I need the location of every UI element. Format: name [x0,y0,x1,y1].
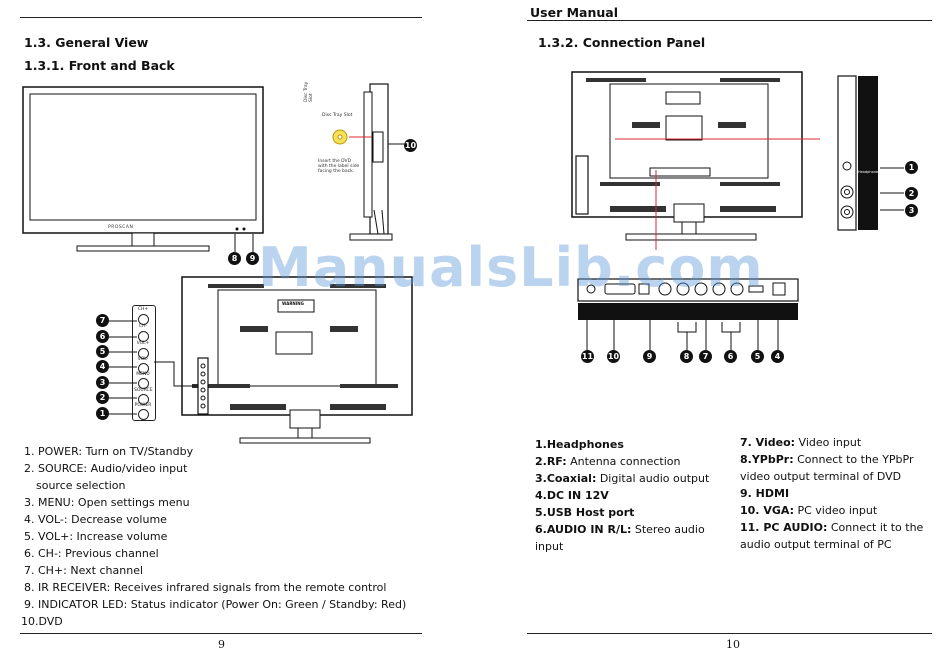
left-top-rule [20,17,422,18]
side-callout-4: 4 [96,360,109,373]
vol-plus-button [138,348,149,359]
list-item: 8. IR RECEIVER: Receives infrared signal… [24,581,387,594]
front-brand-logo: PROSCAN [108,225,134,230]
right-bottom-rule [527,633,932,634]
conn-callout-11: 11 [581,350,594,363]
side-label-ch-minus: CH- [138,324,148,329]
connection-list-col2: 7. Video: Video input 8.YPbPr: Connect t… [740,434,923,553]
list-item: 9. INDICATOR LED: Status indicator (Powe… [24,598,407,611]
list-item: 9. HDMI [740,487,790,500]
page-number-left: 9 [218,638,225,651]
conn-callout-1: 1 [905,161,918,174]
list-item: audio output terminal of PC [740,538,892,551]
tv-side-diagram [300,82,420,256]
side-label-source: SOURCE [134,388,153,393]
conn-callout-8: 8 [680,350,693,363]
list-item: source selection [36,479,126,492]
side-callout-3: 3 [96,376,109,389]
subsection-title-connection: 1.3.2. Connection Panel [538,35,706,50]
tv-side-connection-diagram [836,74,886,238]
list-item: 8.YPbPr: Connect to the YPbPr [740,453,914,466]
side-callout-leaders-right [880,165,908,219]
power-button [138,409,149,420]
side-label-vol-minus: VOL- [137,357,149,362]
list-item: 5.USB Host port [535,506,635,519]
list-item: 11. PC AUDIO: Connect it to the [740,521,924,534]
list-item: 3.Coaxial: Digital audio output [535,472,710,485]
callout-leader-lines [233,233,263,259]
list-item: 2. SOURCE: Audio/video input [24,462,188,475]
side-callout-5: 5 [96,345,109,358]
list-item: 2.RF: Antenna connection [535,455,681,468]
insert-dvd-note: Insert the DVD with the label side facin… [318,159,360,174]
list-item: 4.DC IN 12V [535,489,609,502]
vol-minus-button [138,363,149,374]
side-callout-6: 6 [96,330,109,343]
side-headphones-label: Headphones [858,170,880,174]
connection-list-col1: 1.Headphones 2.RF: Antenna connection 3.… [535,436,709,555]
conn-callout-2: 2 [905,187,918,200]
side-vertical-note: Disc Tray Slot [304,81,314,102]
callout-9: 9 [246,252,259,265]
conn-callout-10: 10 [607,350,620,363]
left-bottom-rule [20,633,422,634]
side-callout-1: 1 [96,407,109,420]
warning-label: WARNING [282,301,304,306]
watermark: ManualsLib.com [258,236,764,299]
conn-callout-4: 4 [771,350,784,363]
side-label-menu: MENU [136,372,150,377]
left-feature-list: 1. POWER: Turn on TV/Standby 2. SOURCE: … [21,443,407,630]
side-label-power: POWER [134,403,152,408]
source-button [138,394,149,405]
side-button-panel [132,305,156,421]
tv-front-diagram [22,86,267,260]
list-item: 6. CH-: Previous channel [24,547,159,560]
list-item: 10.DVD [21,615,63,628]
list-item: video output terminal of DVD [740,470,902,483]
callout-8: 8 [228,252,241,265]
section-title: 1.3. General View [24,35,149,50]
menu-button [138,378,149,389]
list-item: 4. VOL-: Decrease volume [24,513,167,526]
side-label-vol-plus: VOL+ [136,341,150,346]
page-number-right: 10 [726,638,740,651]
list-item: 1. POWER: Turn on TV/Standby [24,445,194,458]
side-callout-2: 2 [96,391,109,404]
side-callout-leaders [109,318,139,422]
list-item: 6.AUDIO IN R/L: Stereo audio [535,523,705,536]
tv-back-diagram [180,276,425,450]
conn-callout-5: 5 [751,350,764,363]
tv-back-connection-diagram [570,70,828,280]
connector-strip [577,278,802,327]
disc-tray-slot-label: Disc Tray Slot [322,113,353,118]
ch-minus-button [138,331,149,342]
conn-callout-7: 7 [699,350,712,363]
conn-callout-9: 9 [643,350,656,363]
right-top-rule [527,20,932,21]
list-item: input [535,540,564,553]
callout-10: 10 [404,139,417,152]
side-label-ch-plus: CH+ [137,307,149,312]
list-item: 5. VOL+: Increase volume [24,530,168,543]
panel-leader [154,360,200,392]
conn-callout-3: 3 [905,204,918,217]
list-item: 7. Video: Video input [740,436,862,449]
subsection-title-front-back: 1.3.1. Front and Back [24,58,175,73]
bottom-callout-leaders [580,320,790,356]
list-item: 1.Headphones [535,438,624,451]
list-item: 10. VGA: PC video input [740,504,878,517]
conn-callout-6: 6 [724,350,737,363]
ch-plus-button [138,314,149,325]
list-item: 7. CH+: Next channel [24,564,144,577]
side-callout-7: 7 [96,314,109,327]
running-header: User Manual [530,5,618,20]
list-item: 3. MENU: Open settings menu [24,496,190,509]
